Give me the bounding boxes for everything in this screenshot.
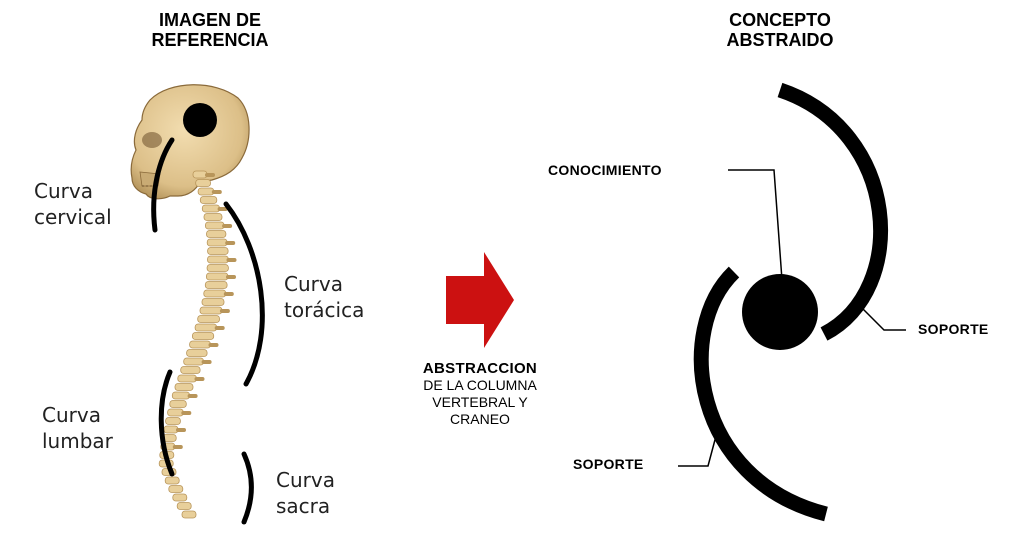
curve-lumbar-line-2: lumbar <box>42 429 113 453</box>
vertebra <box>194 323 218 332</box>
vertebra <box>191 332 215 340</box>
sacral-bracket <box>241 451 254 525</box>
abstraction-caption-title: ABSTRACCION <box>422 360 538 377</box>
vertebra <box>177 374 197 383</box>
vertebra-process <box>181 411 192 415</box>
vertebra <box>197 187 215 196</box>
cervical-bracket <box>151 137 175 233</box>
vertebra <box>165 417 181 425</box>
vertebra <box>199 196 218 204</box>
reference-title: IMAGEN DE REFERENCIA <box>110 10 310 50</box>
vertebra-process <box>226 258 237 262</box>
vertebra <box>180 366 201 374</box>
vertebra <box>164 476 180 485</box>
concept-title-line-2: ABSTRAIDO <box>726 30 834 50</box>
curve-toracica-line-2: torácica <box>284 298 365 322</box>
vertebra <box>204 281 228 289</box>
concept-title-line-1: CONCEPTO <box>729 10 831 30</box>
vertebra <box>167 408 184 417</box>
vertebra <box>163 425 179 434</box>
vertebra <box>189 340 211 349</box>
soporte-left-leader-line <box>678 435 717 467</box>
concept-title: CONCEPTO ABSTRAIDO <box>680 10 880 50</box>
curve-cervical-label: Curva cervical <box>34 178 112 230</box>
vertebra <box>203 289 227 298</box>
lumbar-bracket <box>158 369 175 477</box>
knowledge-circle <box>742 274 818 350</box>
reference-title-line-2: REFERENCIA <box>151 30 269 50</box>
vertebra-process <box>226 275 236 279</box>
vertebra <box>195 179 211 187</box>
vertebra-process <box>225 241 236 245</box>
curve-toracica-line-1: Curva <box>284 272 343 296</box>
vertebra-process <box>194 377 205 381</box>
vertebra <box>168 485 184 493</box>
vertebra-process <box>205 173 215 177</box>
curve-cervical-line-1: Curva <box>34 179 93 203</box>
vertebra <box>199 306 223 315</box>
vertebra-process <box>211 190 222 194</box>
abstraction-caption-line-2: VERTEBRAL Y <box>432 394 528 410</box>
vertebra <box>176 502 192 510</box>
curve-sacra-line-1: Curva <box>276 468 335 492</box>
vertebra <box>206 230 227 238</box>
vertebra <box>203 213 223 221</box>
vertebra <box>205 272 229 281</box>
skull-illustration <box>130 84 250 200</box>
vertebra-process <box>214 326 225 330</box>
curve-lumbar-label: Curva lumbar <box>42 402 113 454</box>
soporte-right-leader-line <box>861 307 906 331</box>
reference-title-line-1: IMAGEN DE <box>158 10 261 30</box>
soporte-right-label: SOPORTE <box>918 321 989 337</box>
vertebra <box>206 238 228 247</box>
vertebra-process <box>208 343 219 347</box>
vertebra <box>201 298 225 306</box>
vertebra-process <box>201 360 212 364</box>
curve-cervical-line-2: cervical <box>34 205 112 229</box>
curve-sacra-label: Curva sacra <box>276 467 335 519</box>
curve-toracica-label: Curva torácica <box>284 271 364 323</box>
conocimiento-leader-line <box>728 169 783 281</box>
upper-support-arc <box>777 82 889 341</box>
conocimiento-label: CONOCIMIENTO <box>548 162 662 178</box>
concept-diagram <box>678 82 906 522</box>
abstraction-caption-line-1: DE LA COLUMNA <box>423 377 537 393</box>
vertebra <box>207 255 229 264</box>
vertebra <box>192 170 208 179</box>
vertebra <box>181 510 197 519</box>
vertebra <box>186 349 208 357</box>
vertebra <box>206 264 229 272</box>
vertebra-process <box>223 292 234 296</box>
vertebra-process <box>176 428 186 432</box>
vertebra <box>197 315 220 323</box>
curve-sacra-line-2: sacra <box>276 494 331 518</box>
lower-support-arc <box>693 266 828 522</box>
vertebra-process <box>217 207 228 211</box>
vertebra-process <box>222 224 233 228</box>
abstraction-caption: ABSTRACCION DE LA COLUMNA VERTEBRAL Y CR… <box>385 360 575 428</box>
vertebra <box>172 493 188 502</box>
soporte-left-label: SOPORTE <box>573 456 644 472</box>
vertebra-process <box>187 394 198 398</box>
thoracic-bracket <box>223 201 265 387</box>
vertebra-process <box>219 309 230 313</box>
abstraction-caption-line-3: CRANEO <box>450 411 510 427</box>
vertebra <box>183 357 204 366</box>
vertebra <box>171 391 191 400</box>
abstraction-arrow <box>446 252 514 348</box>
vertebra <box>204 221 225 230</box>
curve-lumbar-line-1: Curva <box>42 403 101 427</box>
vertebra <box>169 400 187 408</box>
vertebra <box>201 204 221 213</box>
vertebra <box>207 247 229 255</box>
skull-center-dot <box>183 103 217 137</box>
vertebra <box>174 383 194 391</box>
vertebra-process <box>172 445 183 449</box>
